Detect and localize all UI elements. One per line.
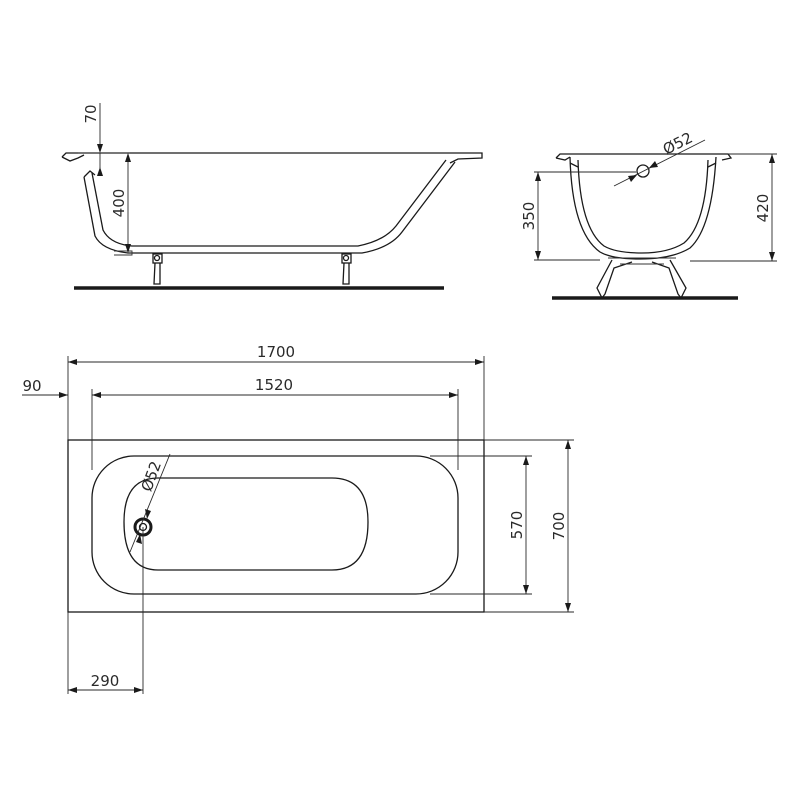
end-view-drain	[636, 164, 650, 178]
dim-label-drain-offset: 290	[91, 672, 120, 690]
side-view: 70 400	[61, 103, 483, 290]
dim-label-rim-height: 70	[82, 104, 100, 123]
dim-label-overall-width: 700	[550, 512, 568, 541]
dim-label-total-height: 420	[754, 194, 772, 223]
dim-label-offset: 90	[22, 377, 41, 395]
end-view-legs	[596, 257, 687, 300]
dim-label-end-depth: 350	[520, 202, 538, 231]
end-view-rim	[555, 153, 733, 161]
end-view-bowl	[569, 156, 717, 260]
end-view: Ø52 350 420	[520, 129, 777, 300]
dim-label-inner-width: 570	[508, 511, 526, 540]
side-view-foot-right	[341, 253, 352, 285]
side-view-body	[83, 161, 456, 254]
dim-label-overall-length: 1700	[257, 343, 295, 361]
dim-label-inner-depth: 400	[110, 189, 128, 218]
plan-view: Ø52 1700 1520 90 570 700	[22, 343, 574, 694]
dim-label-inner-length: 1520	[255, 376, 293, 394]
plan-outer-rim	[67, 439, 485, 613]
side-view-foot-left	[152, 253, 163, 285]
plan-bottom-contour	[123, 477, 369, 571]
plan-inner-basin	[91, 455, 459, 595]
side-view-rim	[61, 152, 483, 164]
